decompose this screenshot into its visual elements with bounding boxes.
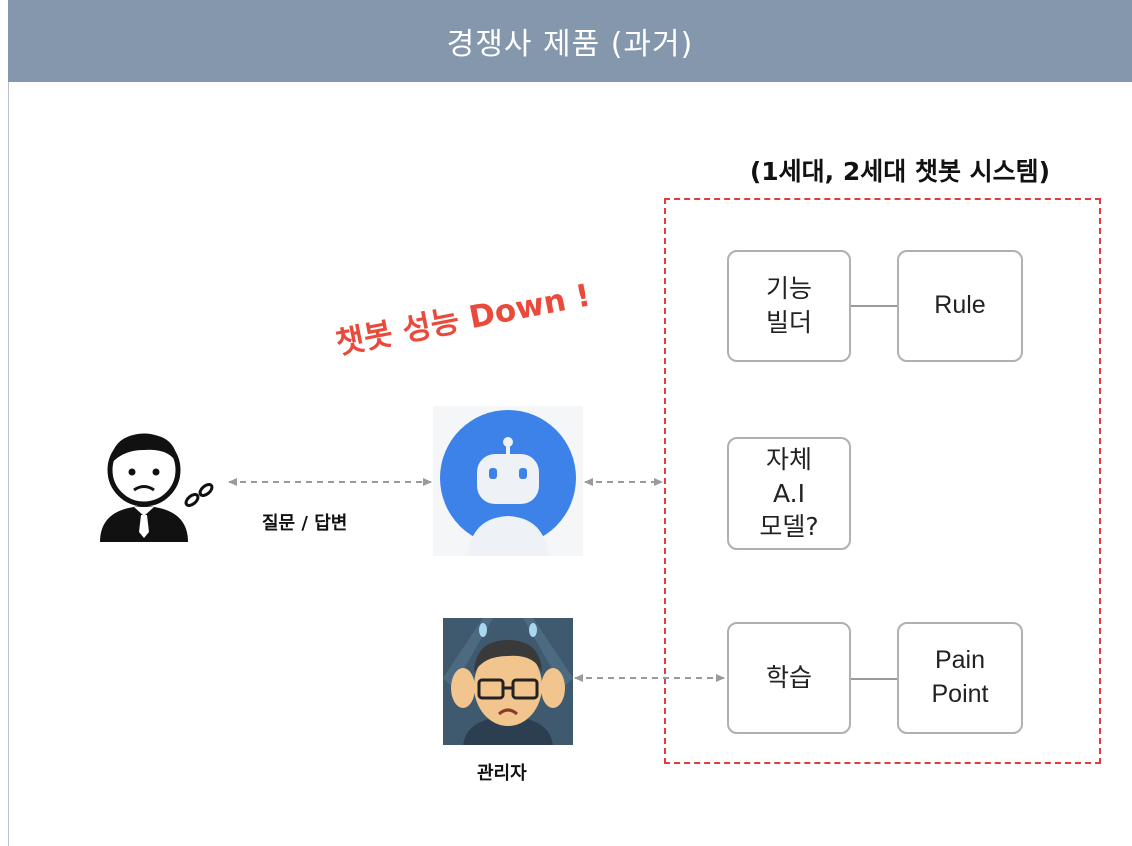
own-ai-model-box: 자체 A.I 모델? <box>727 437 851 550</box>
qa-label: 질문 / 답변 <box>262 513 348 534</box>
left-border <box>8 82 9 846</box>
system-title: (1세대, 2세대 챗봇 시스템) <box>749 157 1051 186</box>
connector-learning-painpoint <box>851 678 897 680</box>
slide-header: 경쟁사 제품 (과거) <box>8 0 1132 82</box>
feature-builder-box: 기능 빌더 <box>727 250 851 362</box>
admin-label: 관리자 <box>477 763 527 784</box>
chatbot-icon <box>433 406 583 556</box>
pain-point-box: Pain Point <box>897 622 1023 734</box>
stressed-admin-icon <box>443 618 573 745</box>
connector-builder-rule <box>851 305 897 307</box>
system-frame <box>664 198 1101 764</box>
learning-box: 학습 <box>727 622 851 734</box>
slide-title: 경쟁사 제품 (과거) <box>446 27 694 62</box>
rule-box: Rule <box>897 250 1023 362</box>
worried-user-icon <box>82 420 222 545</box>
